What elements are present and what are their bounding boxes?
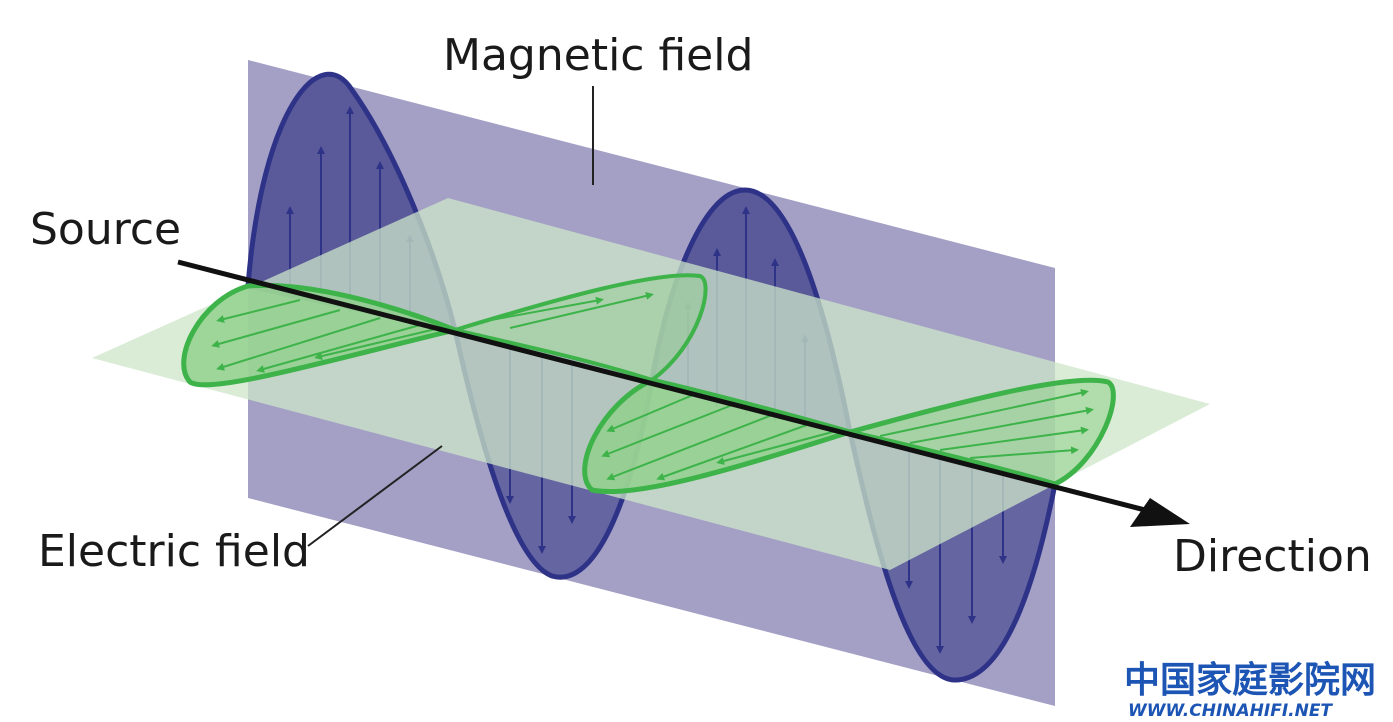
direction-arrowhead	[1130, 498, 1190, 527]
electric-lobe-1	[181, 282, 464, 388]
electric-lobe-2	[447, 273, 708, 383]
electric-field-label: Electric field	[38, 526, 310, 577]
watermark-chinese: 中国家庭影院网	[1124, 660, 1376, 701]
magnetic-field-label: Magnetic field	[443, 30, 753, 81]
source-label: Source	[30, 204, 181, 255]
watermark-url: WWW.CHINAHIFI.NET	[1128, 701, 1333, 721]
electric-lobe-4	[849, 377, 1116, 487]
electric-leader-line	[307, 445, 443, 547]
electric-wave	[181, 273, 1116, 495]
direction-axis	[177, 259, 1190, 527]
direction-label: Direction	[1173, 531, 1372, 582]
